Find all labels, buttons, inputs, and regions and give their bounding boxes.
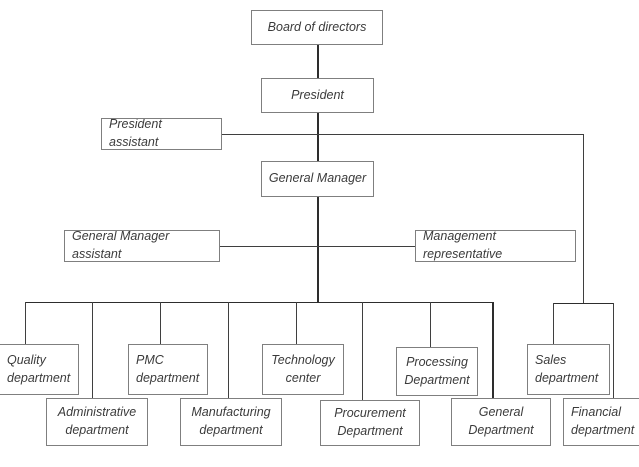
node-processing-department[interactable]: Processing Department: [396, 347, 478, 396]
node-manufacturing-department[interactable]: Manufacturing department: [180, 398, 282, 446]
node-label: Management representative: [423, 230, 503, 261]
connector-drop-pmc: [160, 302, 161, 344]
node-general-department[interactable]: General Department: [451, 398, 551, 446]
node-label: General Manager assistant: [72, 230, 170, 261]
node-label: President: [291, 87, 344, 102]
node-label: Sales department: [535, 352, 599, 385]
connector-president-to-general-manager: [317, 113, 319, 161]
node-president-assistant[interactable]: President assistant: [101, 118, 222, 150]
connector-drop-general: [492, 302, 494, 398]
connector-president-assistant-drop: [583, 134, 584, 303]
node-label: Board of directors: [267, 19, 367, 34]
node-label: Administrative department: [57, 405, 137, 437]
node-general-manager-assistant[interactable]: General Manager assistant: [64, 230, 220, 262]
connector-drop-processing: [430, 302, 431, 347]
node-label: Financial department: [571, 405, 635, 437]
node-general-manager[interactable]: General Manager: [261, 161, 374, 197]
node-label: Processing Department: [404, 354, 470, 387]
connector-drop-quality: [25, 302, 26, 344]
connector-drop-technology: [296, 302, 297, 344]
connector-board-to-president: [317, 45, 319, 78]
node-procurement-department[interactable]: Procurement Department: [320, 400, 420, 446]
connector-gm-assistant-line: [220, 246, 318, 247]
connector-drop-sales: [553, 303, 554, 344]
node-label: General Manager: [268, 171, 367, 186]
connector-president-assistant-right: [317, 134, 584, 135]
node-quality-department[interactable]: Quality department: [0, 344, 79, 395]
node-technology-center[interactable]: Technology center: [262, 344, 344, 395]
node-pmc-department[interactable]: PMC department: [128, 344, 208, 395]
node-financial-department[interactable]: Financial department: [563, 398, 639, 446]
connector-drop-administrative: [92, 302, 93, 398]
node-label: Technology center: [271, 352, 335, 385]
node-label: PMC department: [136, 352, 200, 385]
connector-department-bus: [25, 302, 493, 303]
node-label: Manufacturing department: [191, 405, 271, 437]
node-sales-department[interactable]: Sales department: [527, 344, 610, 395]
node-administrative-department[interactable]: Administrative department: [46, 398, 148, 446]
node-president[interactable]: President: [261, 78, 374, 113]
node-label: Procurement Department: [334, 406, 406, 438]
node-management-representative[interactable]: Management representative: [415, 230, 576, 262]
connector-sales-financial-bus: [553, 303, 614, 304]
node-label: Quality department: [7, 352, 71, 385]
connector-drop-manufacturing: [228, 302, 229, 398]
node-label: President assistant: [109, 118, 162, 149]
connector-management-representative-line: [317, 246, 415, 247]
connector-drop-procurement: [362, 302, 363, 400]
connector-drop-financial: [613, 303, 614, 398]
node-board-of-directors[interactable]: Board of directors: [251, 10, 383, 45]
node-label: General Department: [468, 405, 534, 437]
connector-president-assistant-left: [222, 134, 318, 135]
connector-general-manager-spine: [317, 197, 319, 303]
